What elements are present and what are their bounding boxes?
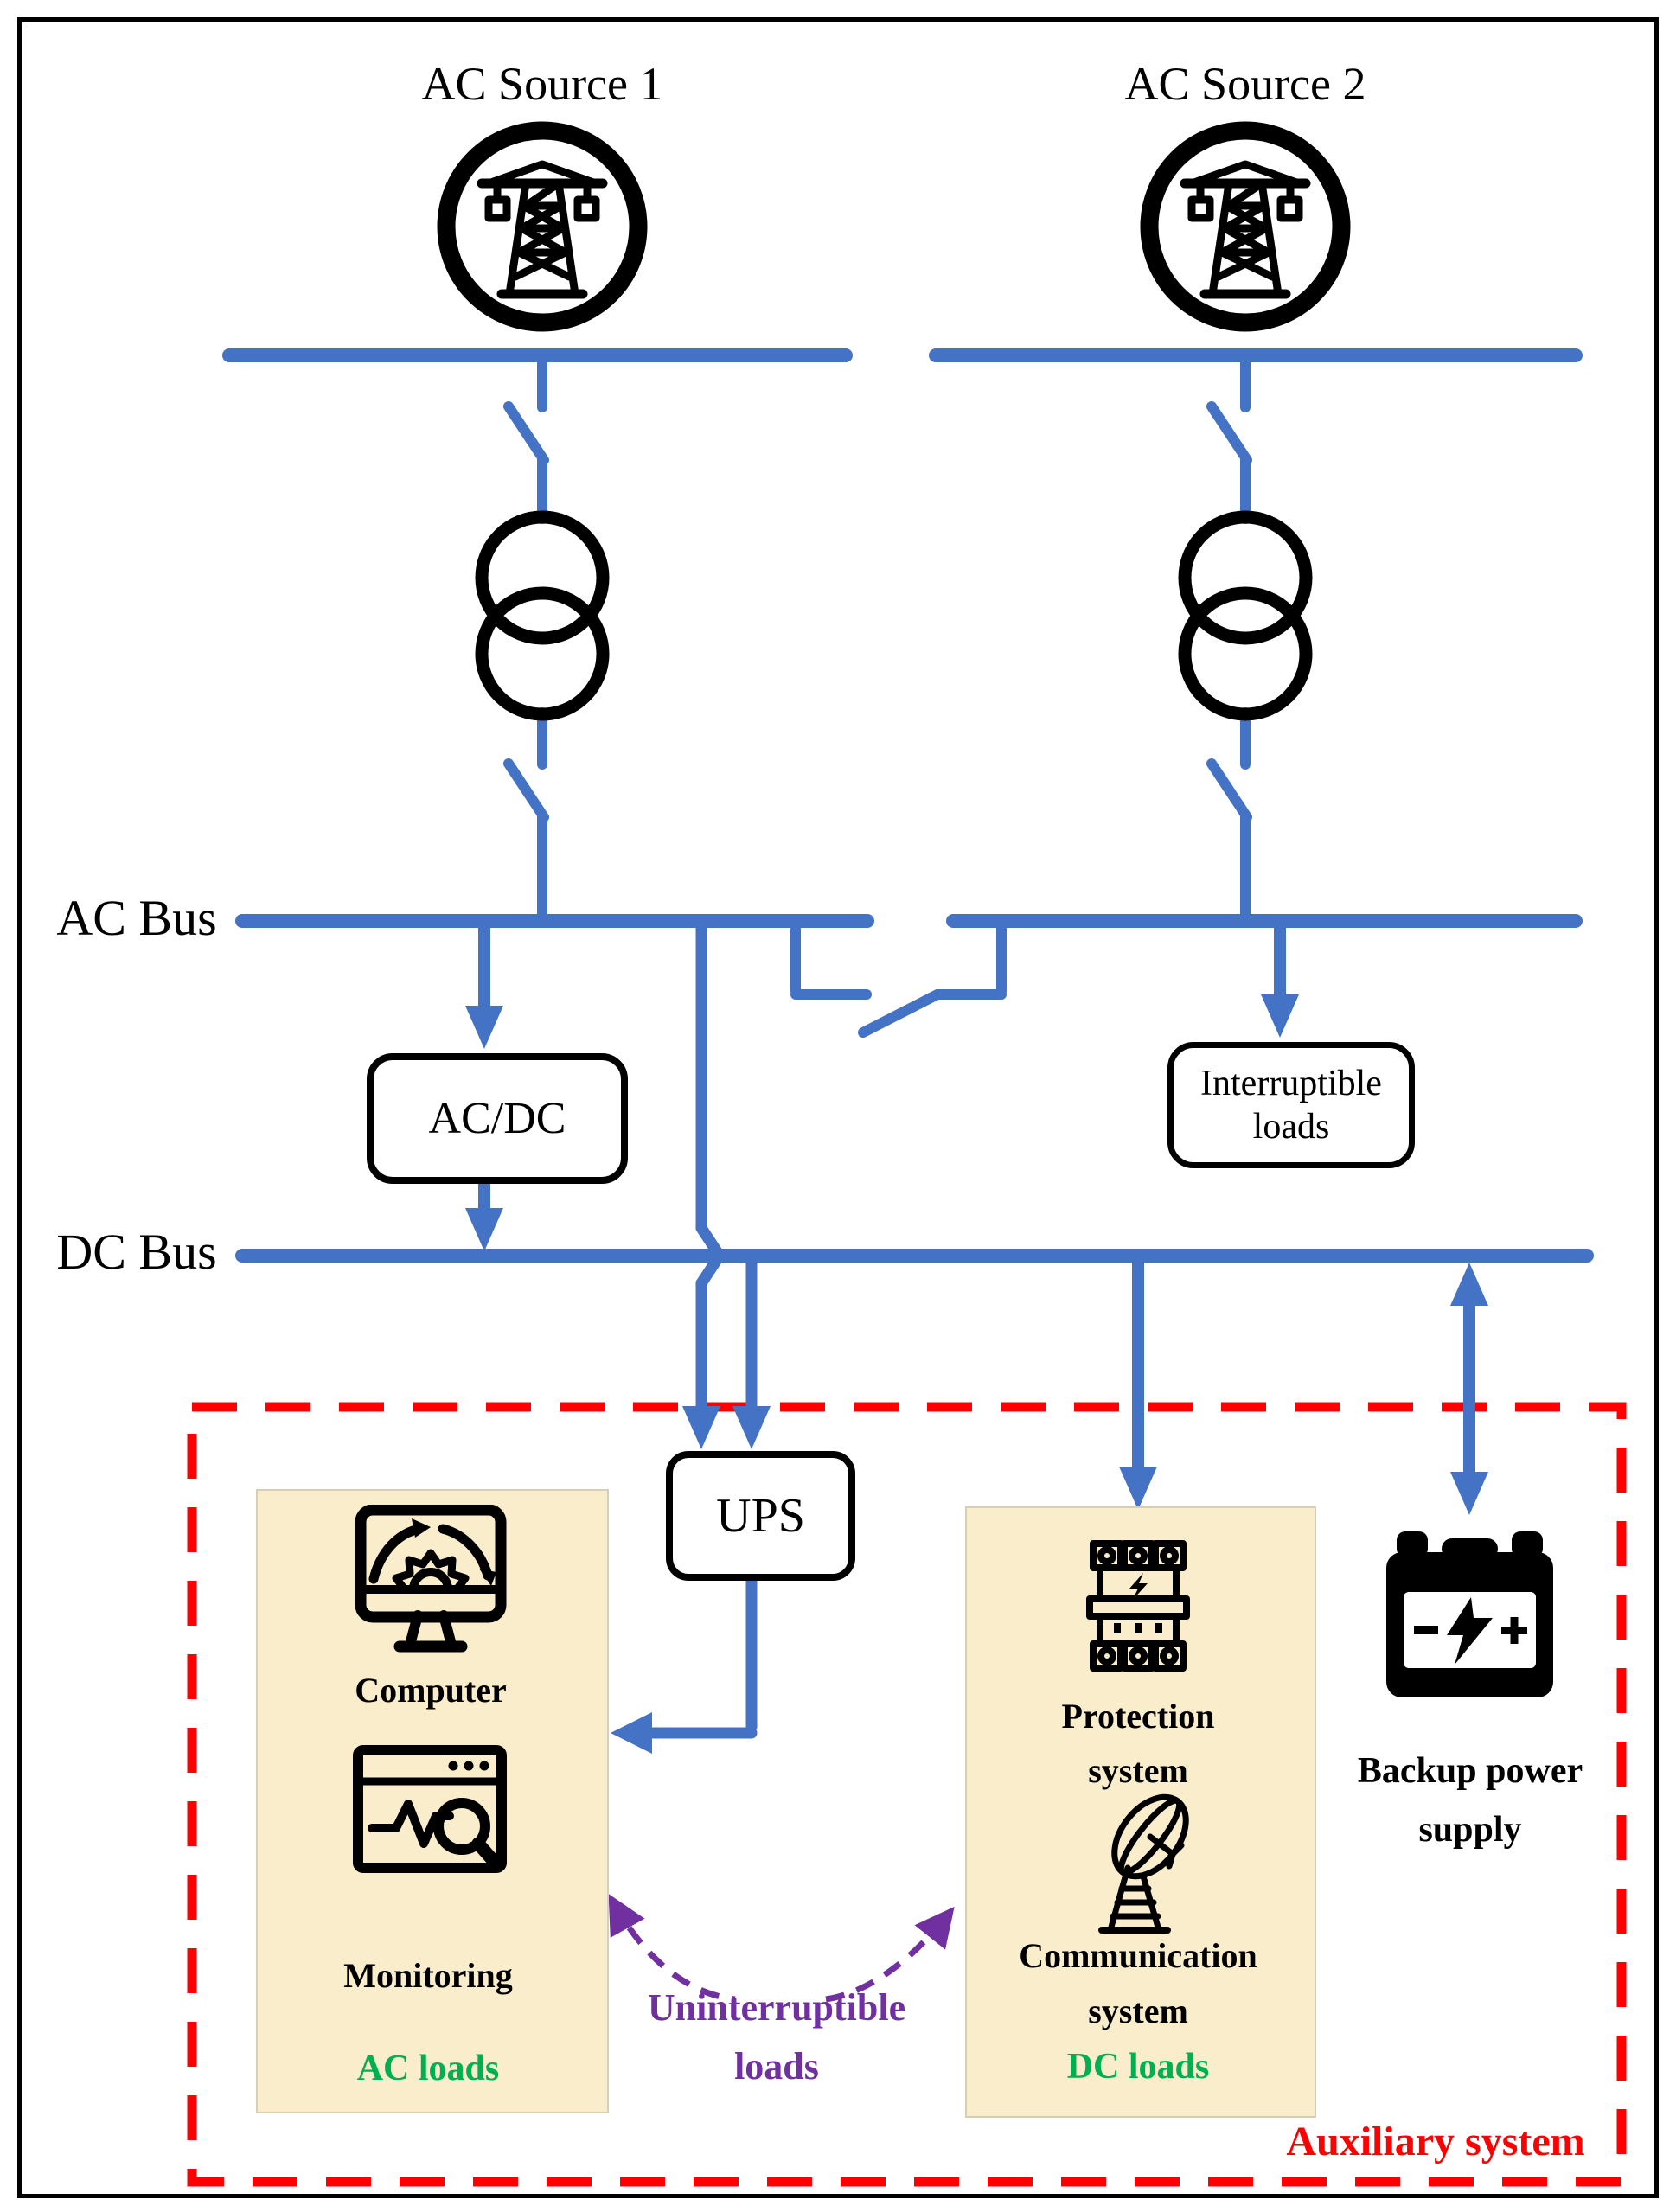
disconnect-switch-icon (1206, 758, 1252, 822)
battery-icon (1386, 1531, 1553, 1697)
computer-label: Computer (355, 1671, 507, 1710)
uninterruptible-label-line2: loads (734, 2045, 819, 2087)
uninterruptible-label-line1: Uninterruptible (647, 1986, 906, 2029)
feeder-2 (1206, 357, 1252, 921)
protection-label-line1: Protection (1061, 1697, 1215, 1736)
ups-input-arrowhead-2 (732, 1406, 771, 1449)
disconnect-switch-icon (503, 758, 549, 822)
source-2-label: AC Source 2 (1124, 58, 1366, 110)
ac-bus-label: AC Bus (56, 890, 217, 946)
battery-double-arrow (1450, 1263, 1488, 1515)
backup-power-label-line1: Backup power (1357, 1751, 1583, 1791)
interruptible-loads-label-line2: loads (1252, 1107, 1330, 1147)
ups-box: UPS (666, 1451, 855, 1581)
transformer-2-icon (1178, 510, 1313, 721)
uninterruptible-links (608, 1894, 955, 2003)
communication-label-line1: Communication (1019, 1936, 1257, 1975)
interruptible-loads-label-line1: Interruptible (1200, 1063, 1382, 1103)
communication-label-line2: system (1088, 1991, 1188, 2030)
acdc-converter-label: AC/DC (428, 1094, 566, 1143)
ac-to-ups-line (695, 922, 726, 1414)
computer-gear-icon (355, 1505, 507, 1653)
interruptible-arrow (1261, 928, 1299, 1038)
satellite-dish-icon (1098, 1793, 1189, 1934)
monitoring-window-icon (353, 1745, 507, 1873)
dc-loads-label: DC loads (1066, 2047, 1210, 2087)
disconnect-switch-icon (1206, 401, 1252, 465)
transmission-tower-icon (437, 121, 648, 332)
protection-arrow (1119, 1263, 1157, 1510)
dc-to-ups-line (732, 1263, 771, 1449)
feeder-1 (503, 357, 549, 921)
ups-label: UPS (716, 1489, 805, 1543)
source-1-label: AC Source 1 (421, 58, 663, 110)
bus-tie-switch (790, 923, 1007, 1038)
transformer-1-icon (475, 510, 610, 721)
acdc-input-arrow (465, 928, 503, 1049)
monitoring-label: Monitoring (343, 1956, 513, 1995)
ups-input-arrowhead-1 (682, 1406, 720, 1449)
dc-bus-label: DC Bus (56, 1224, 217, 1280)
auxiliary-system-label: Auxiliary system (1286, 2119, 1585, 2164)
ups-output-arrow (611, 1561, 758, 1754)
transmission-tower-icon (1140, 121, 1351, 332)
outer-border (17, 17, 1659, 2198)
circuit-breaker-icon (1086, 1540, 1190, 1672)
uninterruptible-link-left (608, 1894, 736, 2003)
interruptible-loads-box: Interruptible loads (1167, 1042, 1415, 1168)
dc-loads-panel (965, 1506, 1316, 2118)
backup-power-label-line2: supply (1418, 1810, 1522, 1850)
line-jump-chevron (695, 1222, 726, 1289)
uninterruptible-link-right (825, 1906, 955, 2003)
ac-loads-label: AC loads (356, 2049, 500, 2088)
disconnect-switch-icon (858, 989, 943, 1038)
disconnect-switch-icon (503, 401, 549, 465)
protection-label-line2: system (1088, 1751, 1188, 1790)
acdc-converter-box: AC/DC (367, 1053, 628, 1184)
